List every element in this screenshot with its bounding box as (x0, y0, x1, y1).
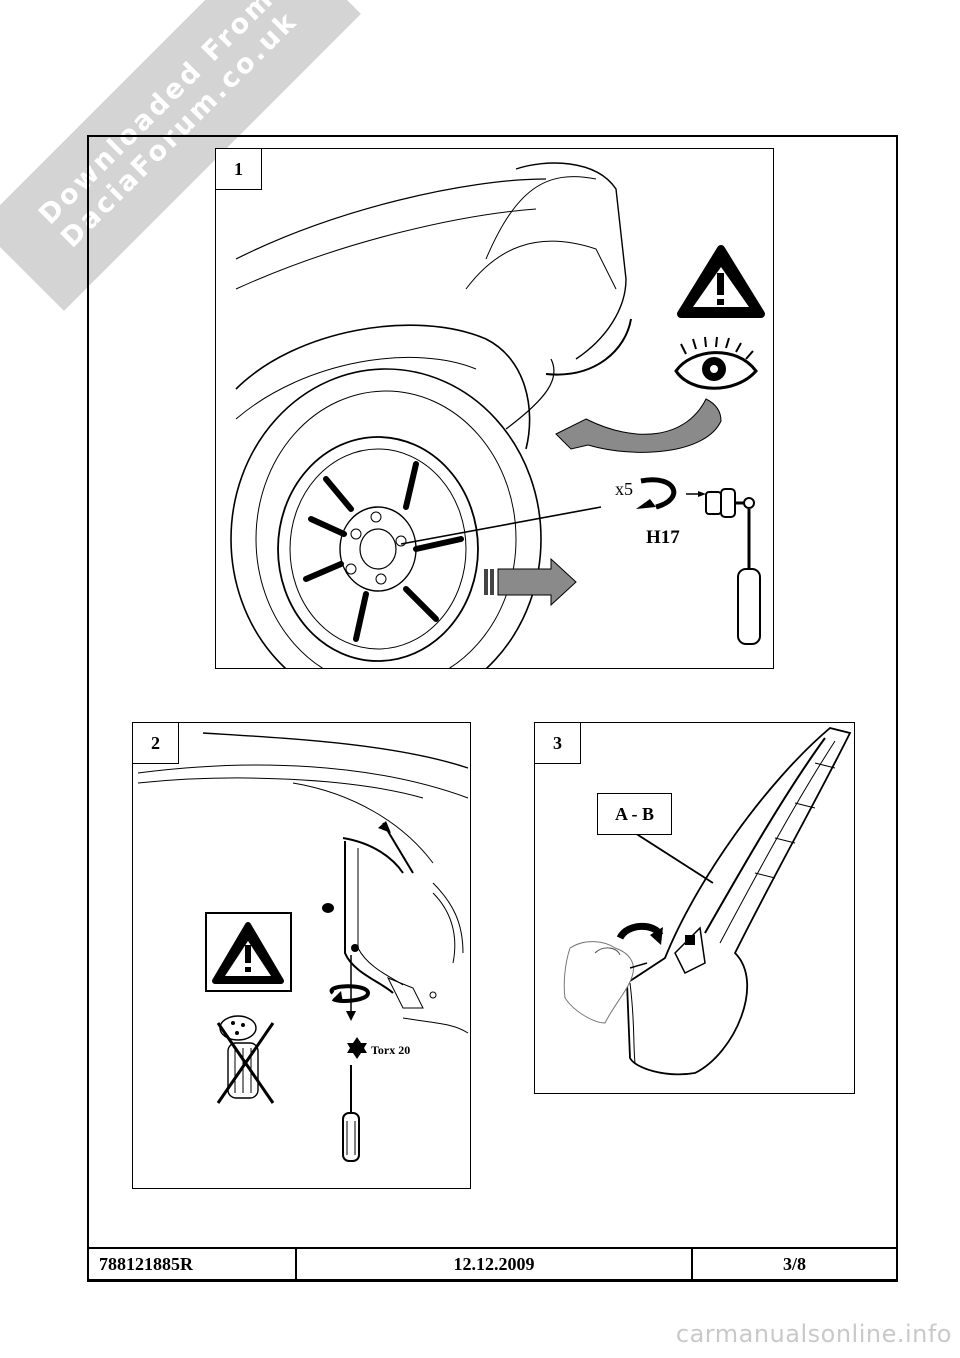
step-number-3: 3 (535, 723, 581, 764)
panel-step-1: 1 (215, 148, 774, 669)
footer-page-cell: 3/8 (693, 1249, 896, 1280)
socket-size-label: H17 (646, 527, 680, 548)
callout-box: A - B (597, 793, 672, 835)
panel-step-2: 2 (132, 722, 471, 1189)
callout-label: A - B (614, 803, 654, 824)
panel-step-3: 3 A - B (534, 722, 855, 1094)
step-number-1: 1 (216, 149, 262, 190)
torx-size-label: Torx 20 (371, 1043, 411, 1057)
mudflap-illustration (563, 727, 852, 1076)
step-number-2: 2 (133, 723, 179, 764)
part-number: 788121885R (99, 1254, 193, 1274)
footer-date-cell: 12.12.2009 (297, 1249, 693, 1280)
footer-part-number-cell: 788121885R (89, 1249, 297, 1280)
document-date: 12.12.2009 (453, 1254, 535, 1274)
site-footer-watermark: carmanualsonline.info (675, 1320, 952, 1348)
fender-illustration (137, 732, 469, 1162)
wheel-arch-illustration (230, 162, 765, 668)
document-footer: 788121885R 12.12.2009 3/8 (87, 1247, 898, 1282)
page-number: 3/8 (782, 1254, 806, 1274)
count-label: x5 (615, 479, 633, 499)
